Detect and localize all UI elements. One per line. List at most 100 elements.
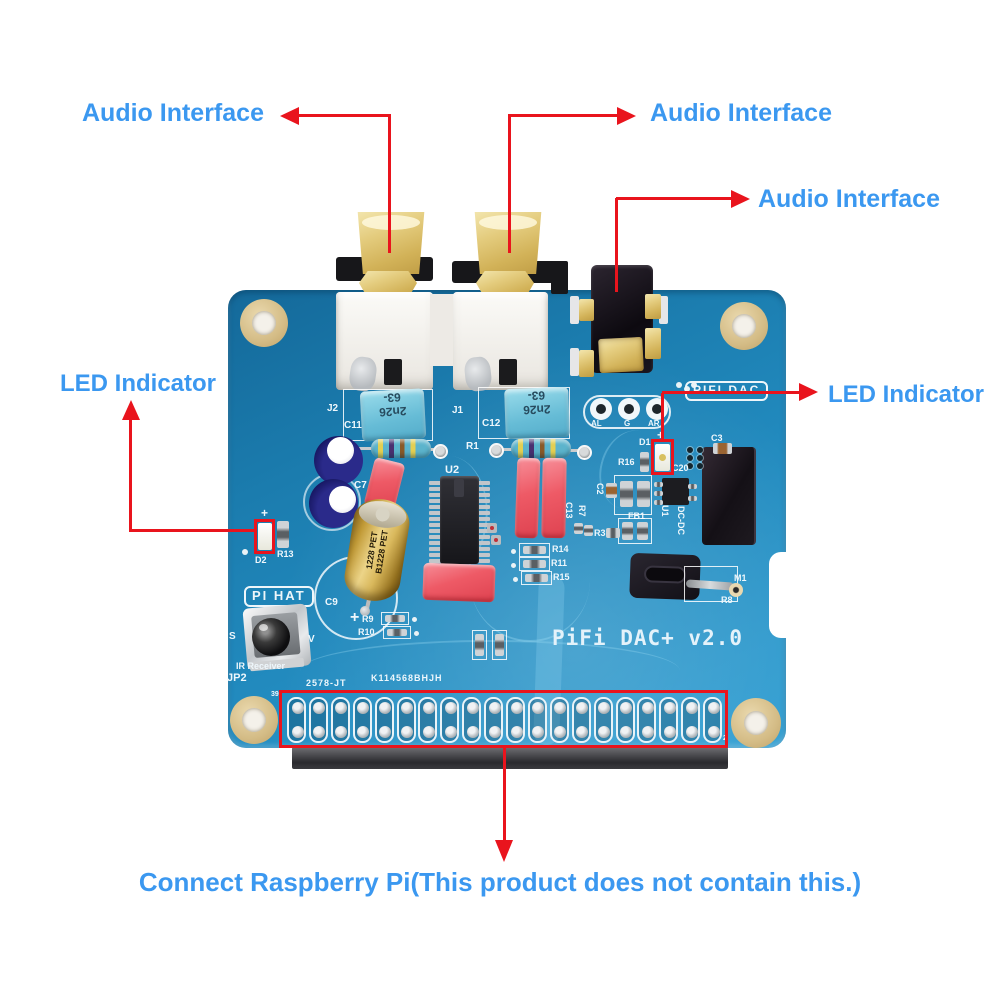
label-dc-dc: DC-DC (676, 506, 686, 535)
smd-pad (620, 481, 633, 507)
rca-bracket-step (551, 261, 568, 294)
audio-pad-hole (618, 398, 640, 420)
gpio-pin-hole (532, 702, 545, 714)
chip-pins-right (478, 481, 490, 563)
gpio-pin-pair (703, 697, 723, 743)
gpio-pin-hole (598, 726, 611, 738)
chip-pin (429, 487, 441, 491)
resistor-lead (570, 449, 580, 452)
via-hole (511, 563, 516, 568)
red-capacitor (422, 562, 496, 603)
smd-outline (492, 630, 507, 660)
red-dot (490, 526, 494, 530)
smd-leg (654, 500, 663, 505)
gpio-pin-hole (641, 702, 654, 714)
gpio-pin-hole (313, 726, 326, 738)
gpio-pin-hole (510, 702, 523, 714)
via-hole (687, 455, 693, 461)
chip-pin (478, 517, 490, 521)
jack-solder-pad (570, 348, 579, 376)
label-pin2: 2 (723, 735, 727, 742)
via-hole (511, 549, 516, 554)
label-g: G (624, 419, 631, 428)
gpio-pin-hole (422, 702, 435, 714)
label-c9: C9 (325, 597, 338, 608)
smd-pad (523, 546, 546, 554)
label-u2: U2 (445, 464, 460, 476)
arrow-line (388, 114, 391, 253)
chip-pin (478, 559, 490, 563)
annotation-audio-interface-3: Audio Interface (758, 185, 940, 213)
gpio-pin-hole (685, 702, 698, 714)
rca-plug-left (357, 212, 425, 274)
mounting-hole-top-right (720, 302, 768, 350)
gpio-pin-hole (291, 702, 304, 714)
smd-pad (385, 615, 405, 622)
gpio-pin-hole (444, 726, 457, 738)
gpio-pin-hole (422, 726, 435, 738)
power-header-black (702, 447, 756, 545)
audio-pad-hole (590, 398, 612, 420)
gpio-pin-hole (510, 726, 523, 738)
mounting-hole-top-left (240, 299, 288, 347)
gpio-pin-pair (396, 697, 416, 743)
chip-pin (478, 541, 490, 545)
via-hole (412, 617, 417, 622)
gpio-pin-pair (681, 697, 701, 743)
label-j1: J1 (452, 405, 464, 416)
solder-dot (360, 606, 370, 616)
red-capacitor (514, 457, 541, 539)
smd-capacitor-c3 (713, 443, 732, 454)
chip-pin (429, 529, 441, 533)
chip-pin (429, 553, 441, 557)
smd-outline (519, 557, 550, 571)
arrow-line (616, 197, 733, 200)
gpio-pin-hole (444, 702, 457, 714)
gpio-pin-pair (440, 697, 460, 743)
smd-pad (475, 634, 484, 656)
gpio-pin-hole (488, 726, 501, 738)
gpio-pin-hole (291, 726, 304, 738)
gpio-pin-pair (571, 697, 591, 743)
jack-gold-tab (579, 299, 594, 321)
through-hole (577, 445, 592, 460)
chip-pin (478, 511, 490, 515)
label-j2: J2 (327, 403, 339, 414)
board-title: PiFi DAC+ v2.0 (552, 626, 744, 650)
gpio-pin-pair (527, 697, 547, 743)
chip-pin (429, 493, 441, 497)
chip-pin (478, 505, 490, 509)
arrowhead-up (122, 400, 140, 420)
mounting-hole-bore (242, 708, 266, 732)
label-c11: C11 (344, 420, 362, 431)
arrow-line (509, 114, 619, 117)
arrowhead-right (799, 383, 818, 401)
arrow-line (129, 418, 132, 532)
gpio-pin-hole (466, 702, 479, 714)
gpio-pin-hole (379, 726, 392, 738)
led-die (659, 454, 666, 461)
gpio-pin-pair (418, 697, 438, 743)
cap-top (329, 486, 356, 513)
red-dot (494, 538, 498, 542)
gpio-pin-hole (663, 702, 676, 714)
mounting-hole-bore (732, 314, 756, 338)
gpio-pin-hole (641, 726, 654, 738)
gpio-pin-hole (620, 726, 632, 738)
dac-chip-u2 (440, 476, 479, 564)
label-d1: D1 (639, 437, 651, 447)
via-hole (513, 577, 518, 582)
gpio-pin-hole (401, 726, 413, 738)
label-r13: R13 (277, 549, 294, 559)
arrow-line (296, 114, 390, 117)
gpio-pin-hole (576, 702, 589, 714)
label-v: V (308, 634, 315, 645)
via-hole (697, 447, 703, 453)
smd-pad (584, 525, 593, 536)
label-r11: R11 (551, 558, 568, 568)
gpio-pin-pair (352, 697, 372, 743)
gpio-pin-pair (308, 697, 328, 743)
jack-solder-pad (570, 296, 579, 324)
